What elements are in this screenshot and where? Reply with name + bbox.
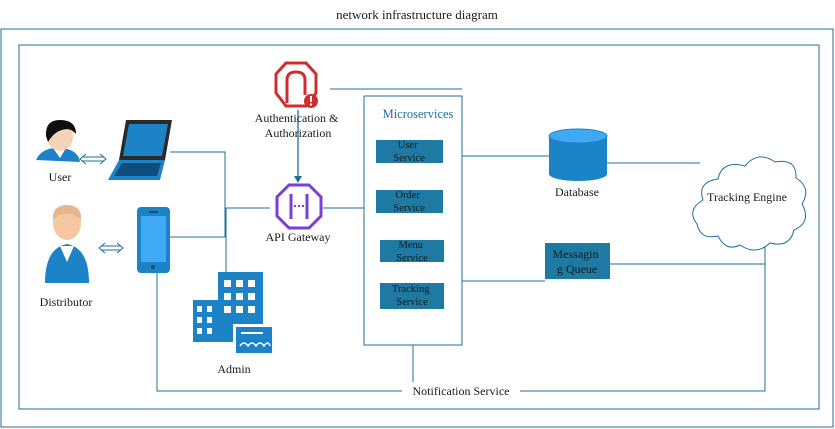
auth-shield-icon [274,61,318,108]
user-service-box [376,140,443,163]
tracking-engine-label: Tracking Engine [707,190,787,204]
notification-label-bg [402,382,520,399]
smartphone-icon [137,207,170,273]
order-service-box [376,190,443,213]
tracking-service-box [380,283,444,309]
messaging-queue-label: Messagin g Queue [553,247,602,276]
admin-building-icon [193,272,275,354]
inner-frame [18,44,820,410]
database-icon [548,128,608,181]
tracking-service-label: Tracking Service [392,284,432,308]
user-service-label: User Service [393,140,425,164]
diagram-title: network infrastructure diagram [336,7,498,22]
database-label: Database [555,185,599,199]
api-gateway-label: API Gateway [266,230,331,244]
laptop-icon [108,120,172,180]
outer-frame [0,28,834,428]
menu-service-label: Menu Service [396,240,428,264]
tracking-engine-cloud [692,156,807,251]
api-gateway-icon [275,183,323,230]
menu-service-box [380,240,444,262]
distributor-label: Distributor [40,295,93,309]
double-arrow-icon [98,242,124,254]
double-arrow-icon [79,153,107,165]
user-label: User [49,170,72,184]
admin-label: Admin [217,362,250,376]
order-service-label: Order Service [393,190,425,214]
user-person-icon [36,120,80,162]
distributor-person-icon [45,205,89,283]
auth-label: Authentication & Authorization [255,111,342,140]
messaging-queue-box [545,243,610,279]
arrowhead [294,176,302,183]
notification-service-label: Notification Service [413,384,510,398]
microservices-title: Microservices [383,107,454,121]
